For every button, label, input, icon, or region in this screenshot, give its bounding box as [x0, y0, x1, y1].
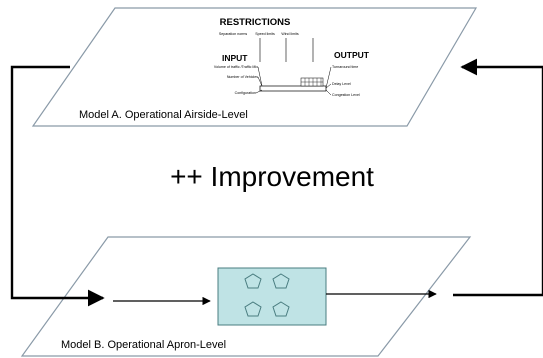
- stand-pentagon: [272, 273, 290, 289]
- restriction-item: Wind limits: [281, 32, 299, 36]
- restrictions-title: RESTRICTIONS: [220, 17, 291, 28]
- apron-stands: [244, 273, 290, 317]
- restriction-item: Separation norms: [219, 32, 248, 36]
- model-a-io-diagram: RESTRICTIONS Separation norms Speed limi…: [214, 17, 370, 97]
- stand-pentagon: [272, 301, 290, 317]
- stand-pentagon: [244, 301, 262, 317]
- output-item: Congestion Level: [332, 93, 360, 97]
- input-item: Configuration: [235, 91, 256, 95]
- model-b-label: Model B. Operational Apron-Level: [61, 339, 226, 351]
- input-item: Number of Vehicles: [227, 75, 258, 79]
- right-loop-arrow: [453, 58, 543, 297]
- process-box: [259, 85, 327, 92]
- model-a-label: Model A. Operational Airside-Level: [79, 109, 248, 121]
- output-item: Turnaround time: [332, 65, 358, 69]
- input-item: Volume of traffic /Traffic Mix: [214, 65, 258, 69]
- output-item: Delay Level: [332, 82, 351, 86]
- model-a-plane: [31, 7, 478, 127]
- left-loop-arrow: [10, 65, 105, 307]
- improvement-text: ++ Improvement: [170, 161, 374, 192]
- output-title: OUTPUT: [334, 50, 370, 60]
- apron-process-box: [217, 267, 327, 326]
- restriction-item: Speed limits: [255, 32, 275, 36]
- input-title: INPUT: [222, 53, 248, 63]
- stand-pentagon: [244, 273, 262, 289]
